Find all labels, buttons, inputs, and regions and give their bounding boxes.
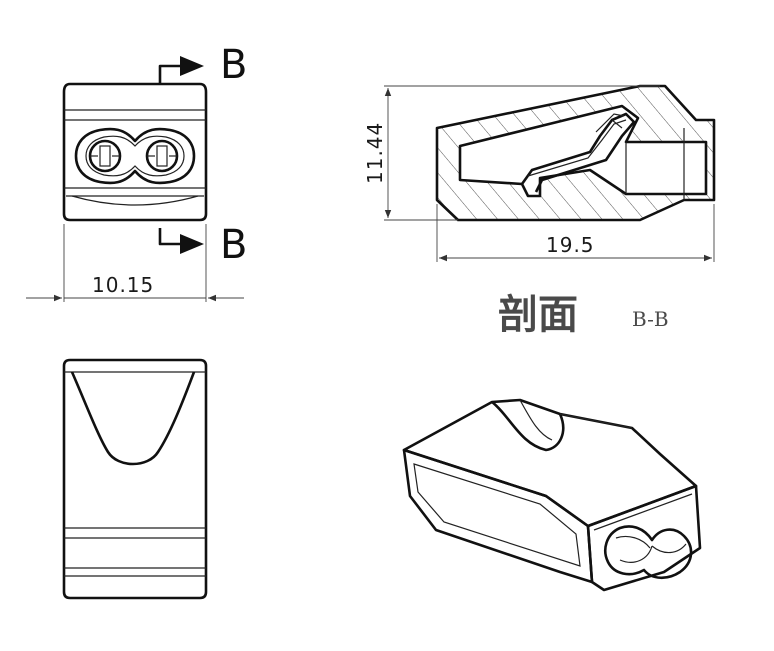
- height-dimension: 11.44: [363, 85, 660, 221]
- length-dimension: 19.5: [436, 204, 715, 262]
- section-marker-bottom: B: [158, 222, 247, 268]
- caption-sub: B-B: [632, 307, 669, 331]
- section-view: [435, 84, 716, 222]
- caption-main: 剖面: [498, 292, 578, 338]
- isometric-view: [402, 398, 702, 592]
- section-caption: 剖面 B-B: [498, 292, 669, 338]
- wire-entry-holes: [74, 127, 196, 185]
- dimension-label: 11.44: [363, 122, 387, 184]
- top-view: [62, 358, 208, 600]
- dimension-label: 10.15: [92, 273, 154, 297]
- section-letter: B: [220, 222, 247, 268]
- width-dimension: 10.15: [26, 224, 244, 302]
- section-marker-top: B: [158, 42, 247, 88]
- dimension-label: 19.5: [546, 233, 595, 257]
- front-view: [62, 82, 208, 222]
- section-letter: B: [220, 42, 247, 88]
